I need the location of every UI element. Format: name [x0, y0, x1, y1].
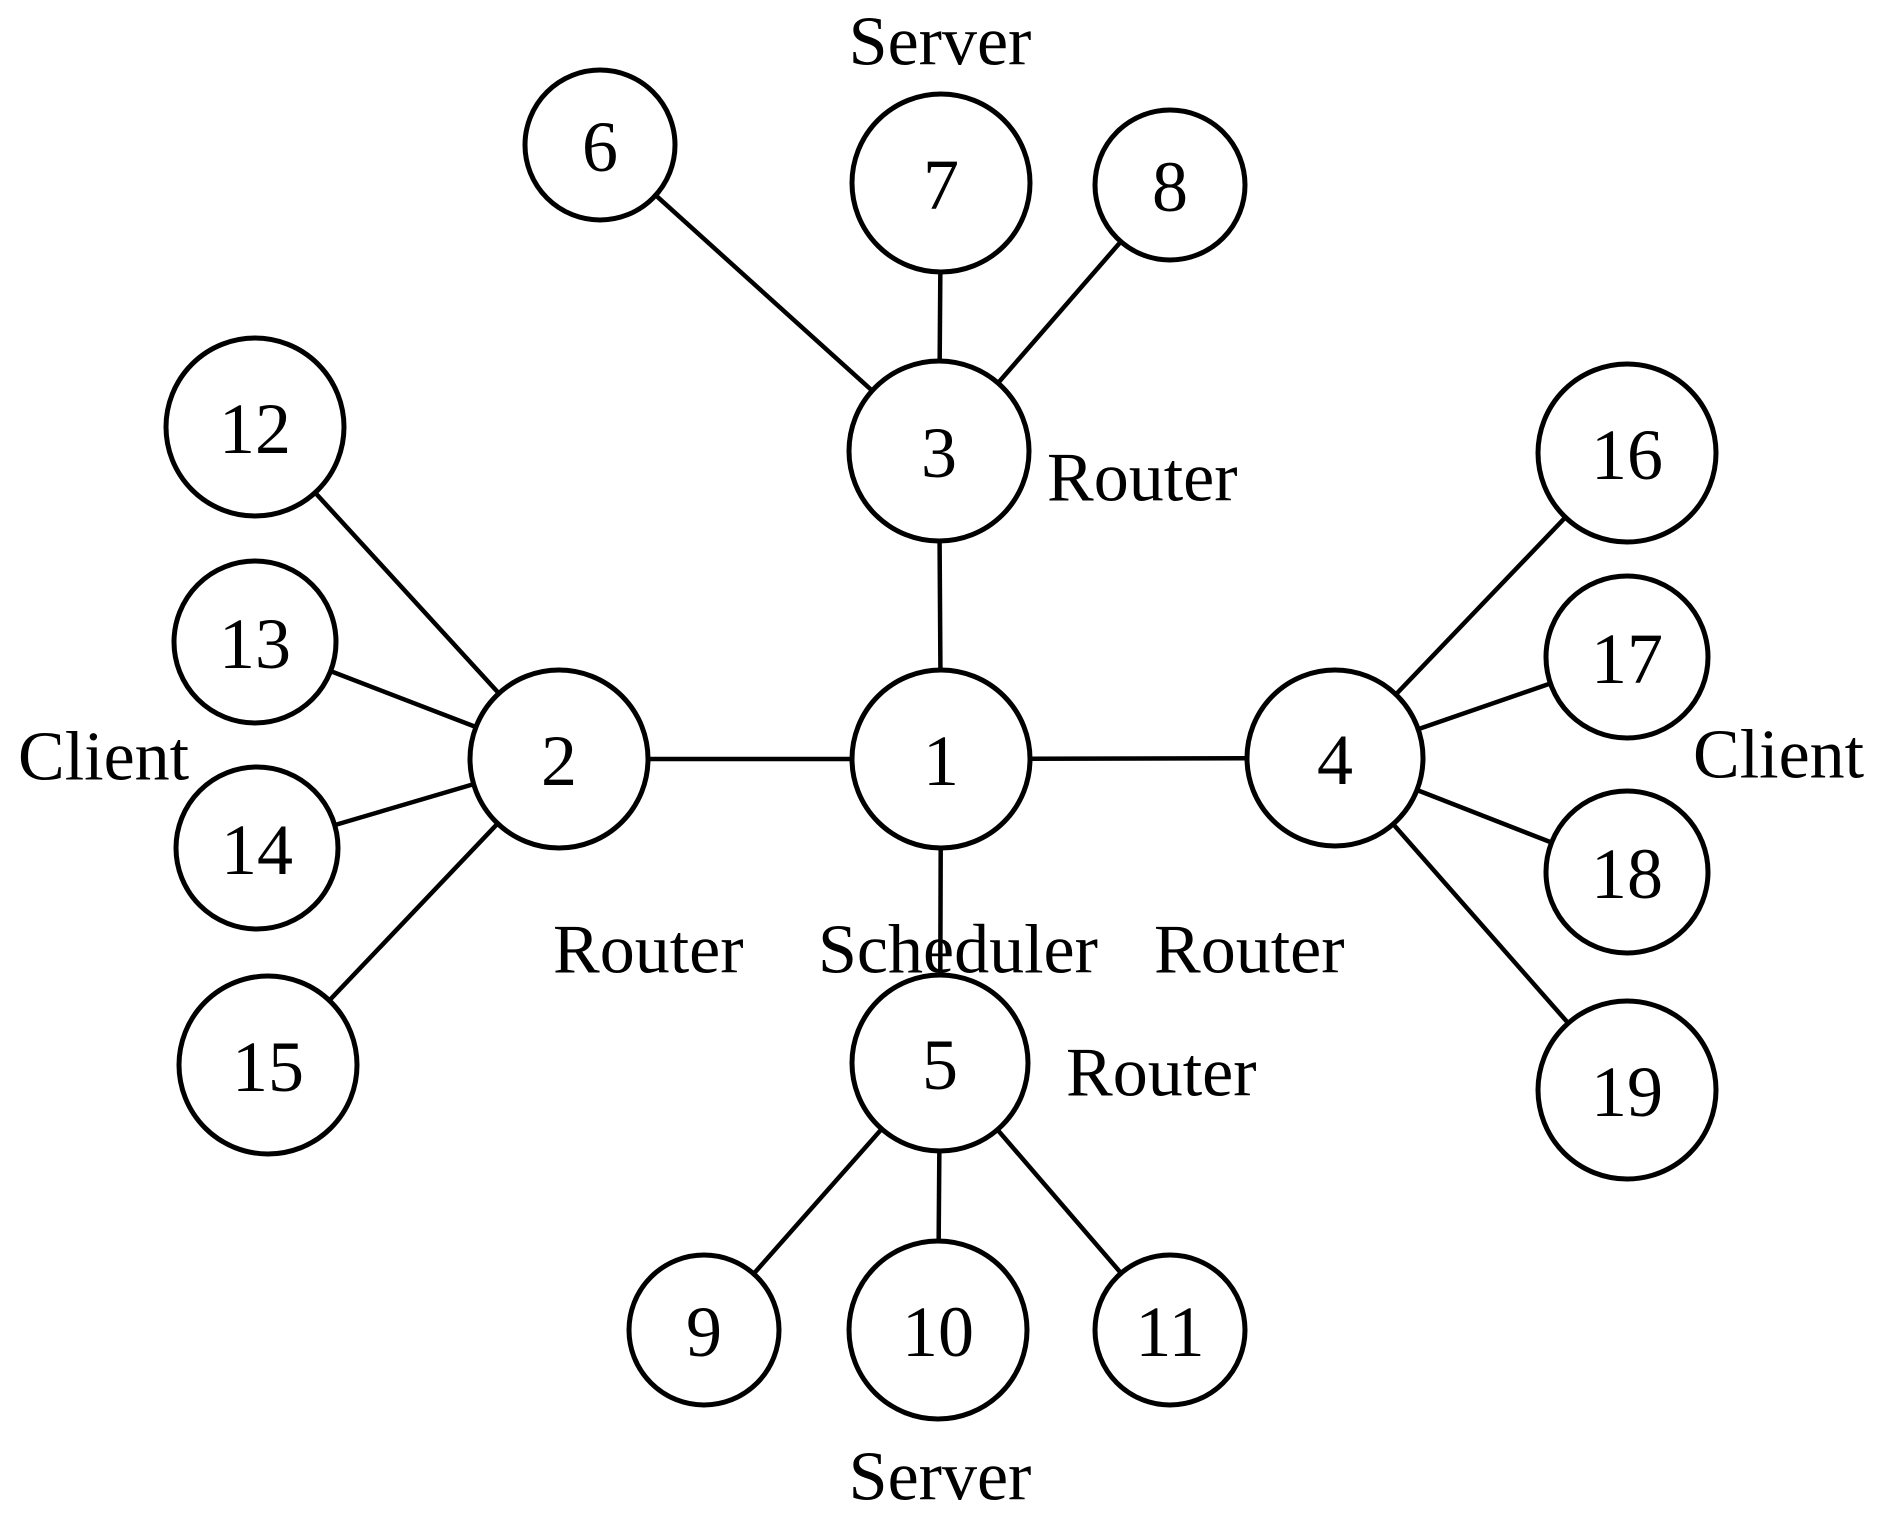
edge-3-8 — [995, 239, 1124, 386]
annotation-a-scheduler: Scheduler — [818, 912, 1098, 989]
node-circle-7[interactable] — [849, 91, 1033, 275]
annotation-a-client-right: Client — [1693, 717, 1865, 794]
node-circle-11[interactable] — [1092, 1252, 1248, 1408]
node-5[interactable]: 5 — [849, 972, 1031, 1154]
node-label-19: 19 — [1591, 1052, 1663, 1132]
node-circle-16[interactable] — [1535, 361, 1719, 545]
node-18[interactable]: 18 — [1543, 788, 1711, 956]
node-label-6: 6 — [582, 107, 618, 187]
edge-1-3 — [937, 539, 943, 672]
edge-4-18 — [1415, 787, 1554, 846]
edge-4-16 — [1393, 515, 1568, 697]
node-label-11: 11 — [1135, 1292, 1204, 1372]
edge-5-11 — [995, 1127, 1124, 1276]
node-6[interactable]: 6 — [522, 67, 678, 223]
node-circle-5[interactable] — [849, 972, 1031, 1154]
node-circle-18[interactable] — [1543, 788, 1711, 956]
node-8[interactable]: 8 — [1092, 107, 1248, 263]
edge-1-4 — [1028, 755, 1249, 762]
edge-5-9 — [751, 1126, 885, 1277]
edge-3-6 — [653, 192, 875, 394]
node-label-1: 1 — [923, 721, 959, 801]
node-label-13: 13 — [219, 604, 291, 684]
node-16[interactable]: 16 — [1535, 361, 1719, 545]
edge-5-10 — [936, 1149, 942, 1243]
node-17[interactable]: 17 — [1543, 573, 1711, 741]
edge-2-15 — [327, 821, 500, 1003]
node-label-4: 4 — [1317, 720, 1353, 800]
annotation-a-router-top: Router — [1047, 440, 1238, 517]
node-label-10: 10 — [902, 1292, 974, 1372]
node-label-2: 2 — [541, 721, 577, 801]
node-label-7: 7 — [923, 145, 959, 225]
edges-layer — [312, 192, 1571, 1277]
node-label-8: 8 — [1152, 147, 1188, 227]
annotation-a-server-bottom: Server — [849, 1439, 1032, 1516]
node-circle-6[interactable] — [522, 67, 678, 223]
node-label-16: 16 — [1591, 415, 1663, 495]
node-19[interactable]: 19 — [1535, 998, 1719, 1182]
node-9[interactable]: 9 — [626, 1252, 782, 1408]
node-7[interactable]: 7 — [849, 91, 1033, 275]
node-circle-9[interactable] — [626, 1252, 782, 1408]
node-13[interactable]: 13 — [171, 558, 339, 726]
edge-2-13 — [328, 668, 478, 730]
edge-4-17 — [1416, 681, 1553, 732]
node-11[interactable]: 11 — [1092, 1252, 1248, 1408]
edge-2-14 — [333, 781, 476, 828]
annotation-a-server-top: Server — [849, 4, 1032, 81]
node-3[interactable]: 3 — [846, 358, 1032, 544]
node-circle-1[interactable] — [849, 667, 1033, 851]
node-12[interactable]: 12 — [163, 335, 347, 519]
annotation-a-client-left: Client — [18, 719, 190, 796]
node-label-5: 5 — [922, 1025, 958, 1105]
node-circle-12[interactable] — [163, 335, 347, 519]
node-circle-4[interactable] — [1244, 667, 1426, 849]
node-label-12: 12 — [219, 389, 291, 469]
node-circle-2[interactable] — [467, 667, 651, 851]
edge-4-19 — [1390, 821, 1571, 1026]
node-circle-17[interactable] — [1543, 573, 1711, 741]
node-label-15: 15 — [232, 1027, 304, 1107]
node-circle-13[interactable] — [171, 558, 339, 726]
node-label-17: 17 — [1591, 619, 1663, 699]
annotation-a-router-right: Router — [1154, 912, 1345, 989]
node-circle-3[interactable] — [846, 358, 1032, 544]
node-15[interactable]: 15 — [176, 973, 360, 1157]
node-label-18: 18 — [1591, 834, 1663, 914]
node-2[interactable]: 2 — [467, 667, 651, 851]
node-14[interactable]: 14 — [173, 764, 341, 932]
node-label-14: 14 — [221, 810, 293, 890]
node-circle-10[interactable] — [846, 1238, 1030, 1422]
node-circle-19[interactable] — [1535, 998, 1719, 1182]
annotation-a-router-bottom: Router — [1066, 1035, 1257, 1112]
edge-3-7 — [937, 270, 943, 363]
node-label-3: 3 — [921, 413, 957, 493]
node-label-9: 9 — [686, 1292, 722, 1372]
node-circle-14[interactable] — [173, 764, 341, 932]
node-10[interactable]: 10 — [846, 1238, 1030, 1422]
node-circle-15[interactable] — [176, 973, 360, 1157]
edge-2-12 — [312, 490, 502, 696]
node-circle-8[interactable] — [1092, 107, 1248, 263]
node-4[interactable]: 4 — [1244, 667, 1426, 849]
node-1[interactable]: 1 — [849, 667, 1033, 851]
annotation-a-router-left: Router — [553, 912, 744, 989]
